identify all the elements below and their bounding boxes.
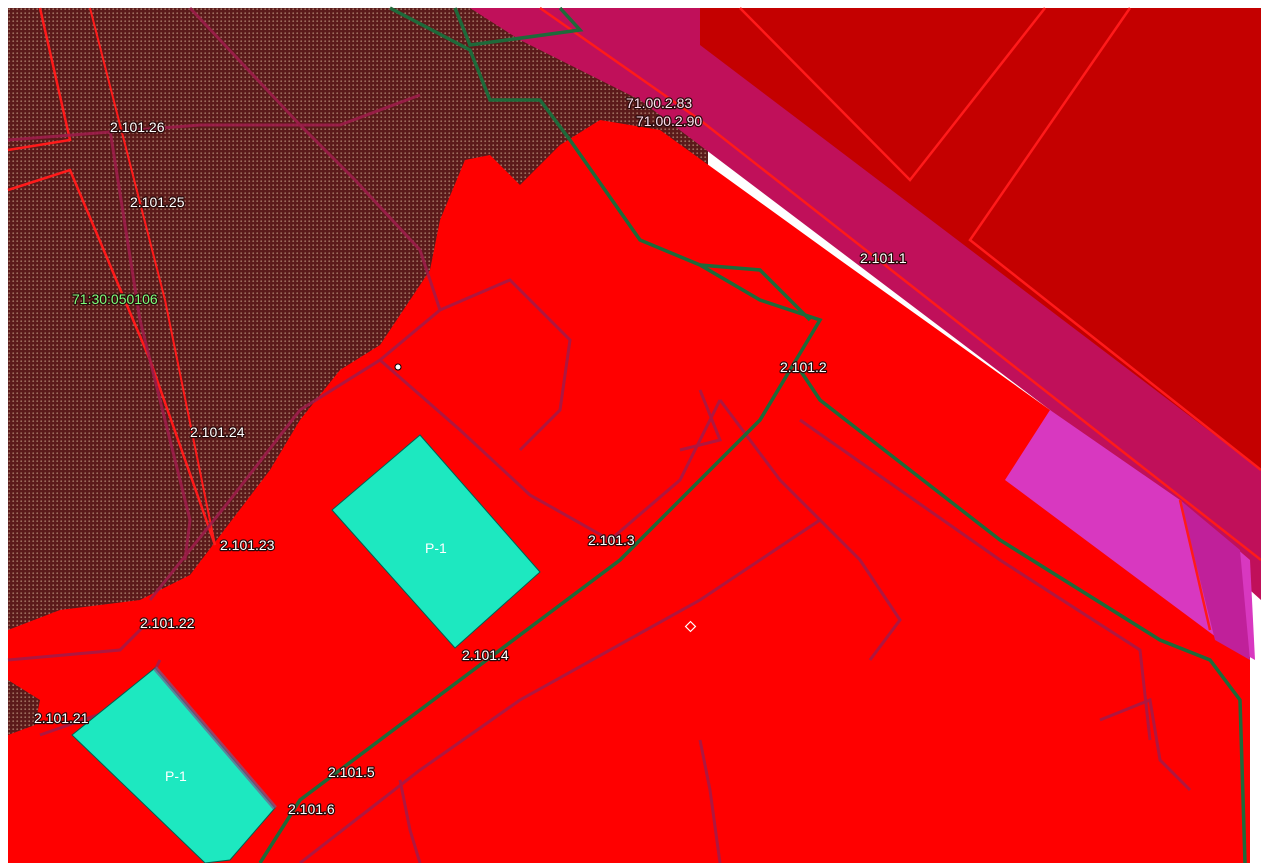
red-zone-main[interactable] [8, 120, 1250, 863]
label-2-101-4: 2.101.4 [462, 647, 509, 663]
label-2-101-5: 2.101.5 [328, 764, 375, 780]
label-71-00-2-90: 71.00.2.90 [636, 113, 702, 129]
pink-band-inner [1180, 500, 1250, 660]
boundary-right-edge [1178, 499, 1212, 631]
plot-r1-upper[interactable] [331, 434, 541, 649]
boundary-left-mid [7, 168, 217, 546]
label-2-101-23: 2.101.23 [220, 537, 275, 553]
parcel-boundary-1 [739, 7, 1046, 182]
label-2-101-6: 2.101.6 [288, 801, 335, 817]
pink-band[interactable] [1005, 410, 1255, 660]
label-2-101-22: 2.101.22 [140, 615, 195, 631]
label-2-101-2: 2.101.2 [780, 359, 827, 375]
label-2-101-24: 2.101.24 [190, 424, 245, 440]
hatched-notch [8, 680, 40, 735]
dark-red-zone[interactable] [660, 8, 1261, 470]
label-2-101-25: 2.101.25 [130, 194, 185, 210]
zone-label-upper: Р-1 [425, 540, 447, 556]
label-2-101-1: 2.101.1 [860, 250, 907, 266]
parcel-boundary-2 [968, 7, 1261, 471]
label-2-101-3: 2.101.3 [588, 532, 635, 548]
label-cadastral-block: 71:30:050106 [72, 291, 158, 307]
label-2-101-21: 2.101.21 [34, 710, 89, 726]
label-2-101-26: 2.101.26 [110, 119, 165, 135]
vertex-marker[interactable] [684, 620, 697, 633]
zone-label-lower: Р-1 [165, 768, 187, 784]
boundary-left-top [7, 7, 72, 152]
boundary-left-inner [89, 7, 216, 546]
plot-edge-line [153, 666, 277, 810]
label-71-00-2-83: 71.00.2.83 [626, 95, 692, 111]
green-pipeline [258, 6, 1247, 863]
point-marker[interactable] [394, 363, 402, 371]
parcel-boundary-3 [539, 6, 1261, 561]
